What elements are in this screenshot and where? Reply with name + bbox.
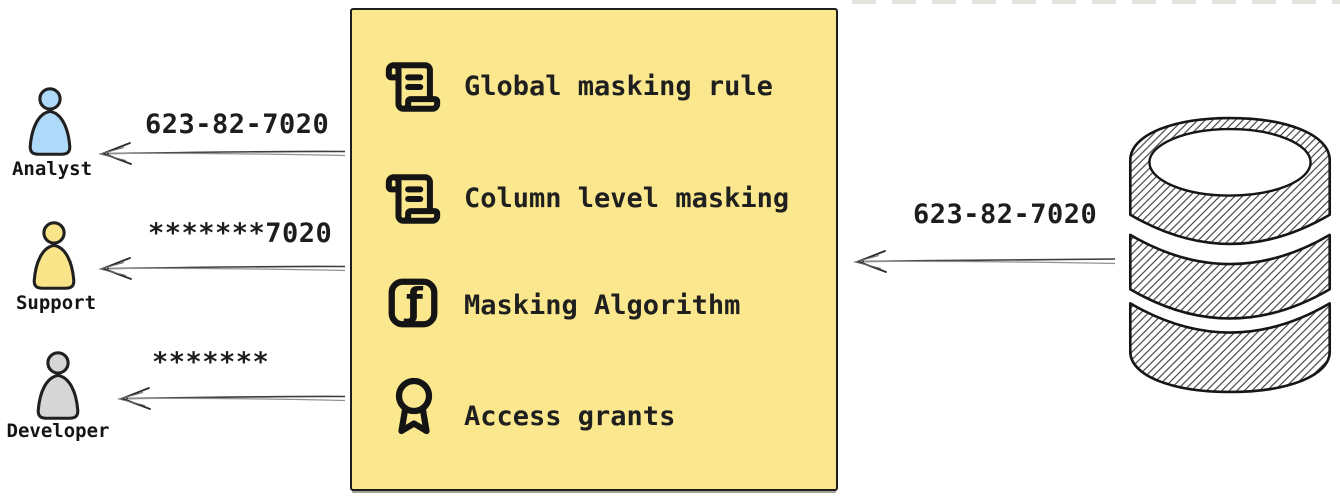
developer-label: Developer bbox=[6, 420, 110, 442]
box-item-global-masking-rule: Global masking rule bbox=[464, 71, 773, 102]
analyst-label: Analyst bbox=[11, 158, 93, 180]
developer-person-icon bbox=[36, 351, 80, 420]
arrow-to-support bbox=[98, 257, 346, 280]
analyst-received-value: 623-82-7020 bbox=[145, 109, 330, 140]
analyst-person-icon bbox=[28, 87, 72, 156]
masking-box: Global masking rule Column level masking… bbox=[350, 8, 838, 491]
source-sent-value: 623-82-7020 bbox=[913, 199, 1098, 230]
arrow-to-developer bbox=[117, 387, 346, 410]
arrow-to-analyst bbox=[98, 142, 346, 165]
dashed-border-line bbox=[852, 0, 1340, 4]
support-label: Support bbox=[15, 292, 97, 314]
function-square-icon: ƒ bbox=[388, 278, 438, 328]
scroll-text-icon bbox=[385, 174, 441, 224]
box-item-access-grants: Access grants bbox=[464, 401, 676, 432]
support-received-value: *******7020 bbox=[148, 218, 333, 249]
support-person-icon bbox=[32, 221, 76, 290]
developer-received-value: ******* bbox=[152, 347, 270, 378]
svg-text:ƒ: ƒ bbox=[403, 280, 424, 325]
box-item-masking-algorithm: Masking Algorithm bbox=[464, 290, 741, 321]
scroll-text-icon bbox=[385, 62, 441, 112]
arrow-from-database bbox=[853, 250, 1116, 273]
award-icon bbox=[395, 377, 433, 435]
box-item-column-level-masking: Column level masking bbox=[464, 183, 790, 214]
database-icon bbox=[1128, 116, 1332, 394]
